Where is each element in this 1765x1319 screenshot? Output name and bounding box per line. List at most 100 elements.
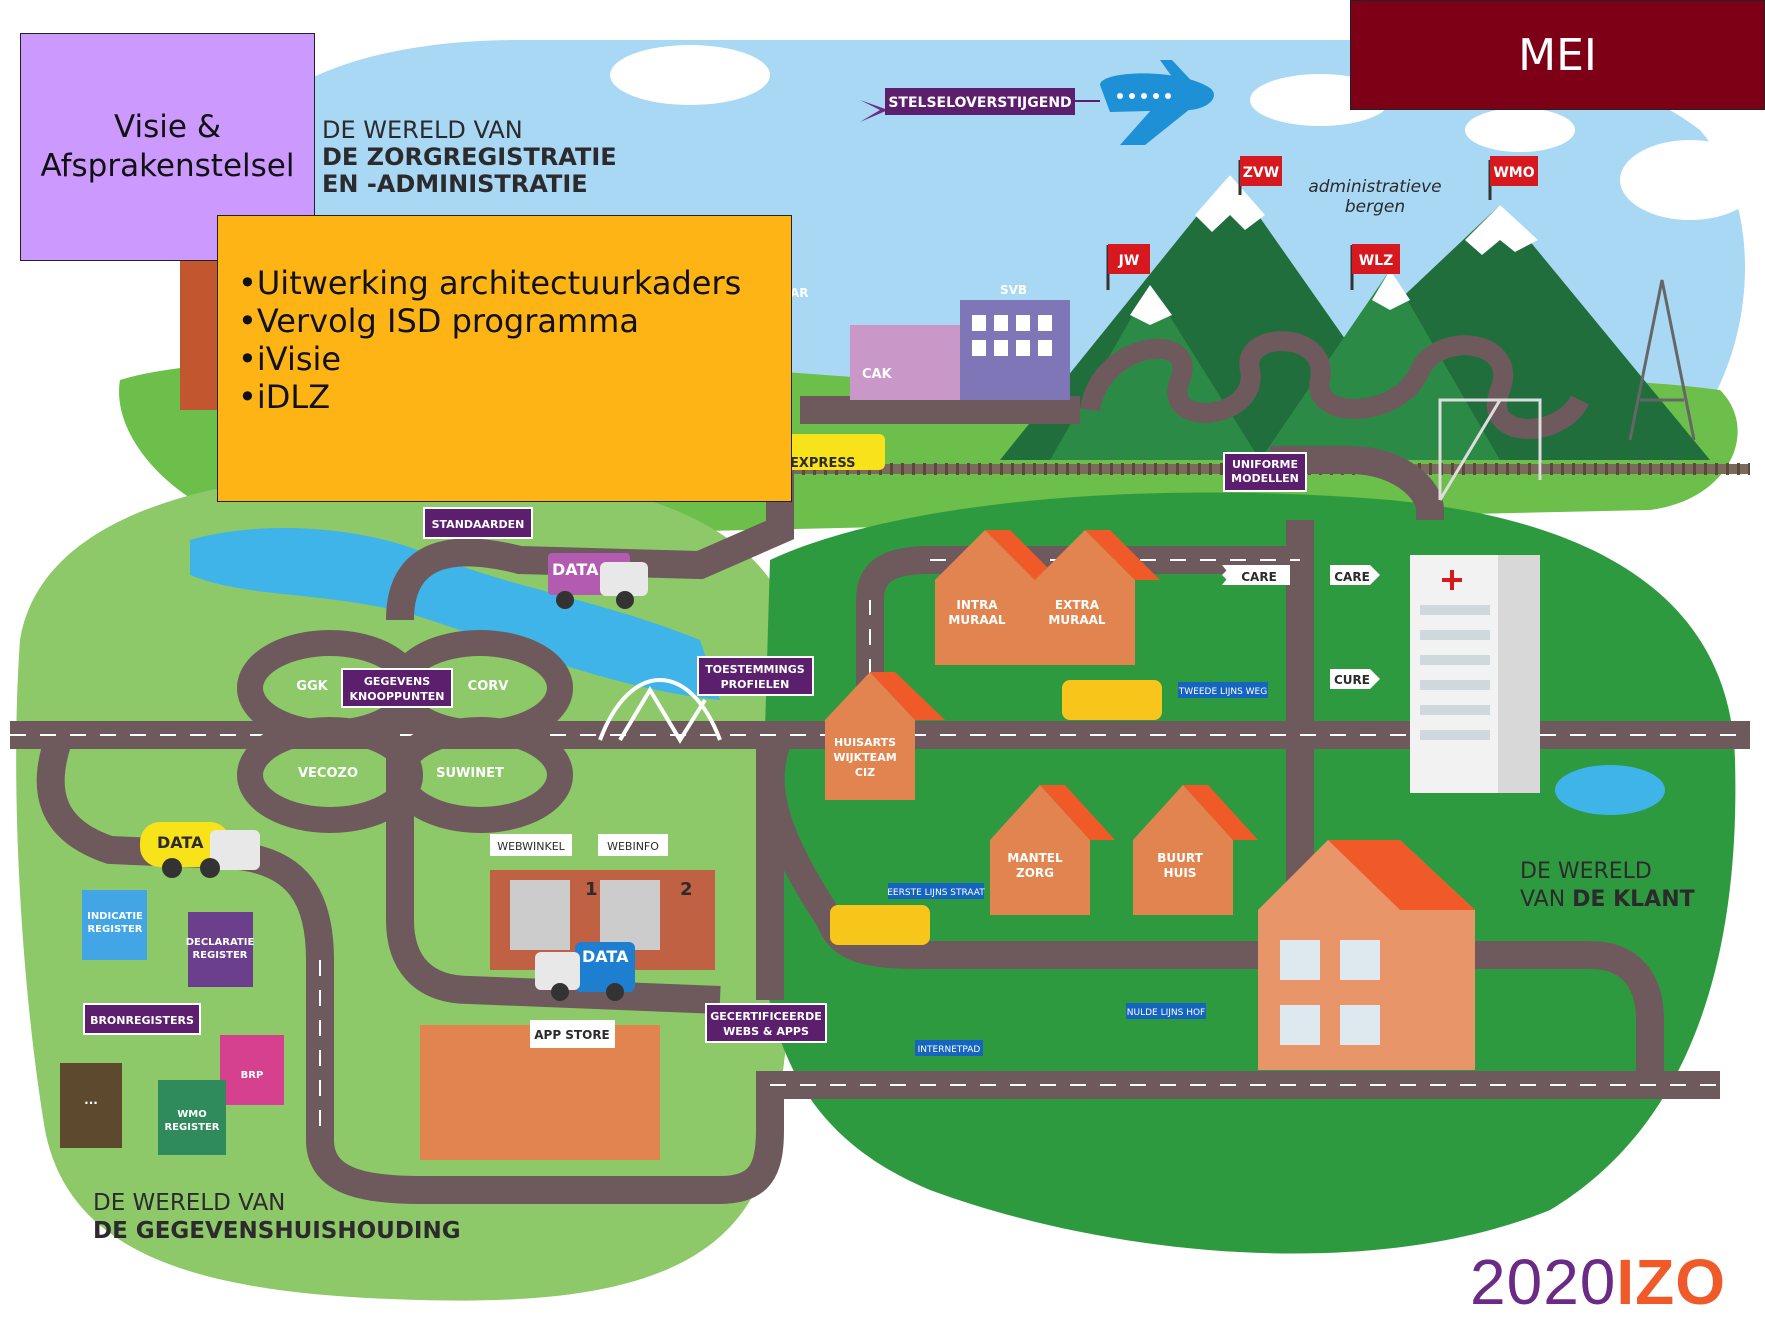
brand-acronym: IZO bbox=[1616, 1246, 1727, 1318]
building-mantelzorg: MANTEL ZORG bbox=[990, 785, 1115, 915]
svg-text:EXPRESS: EXPRESS bbox=[790, 456, 855, 471]
sign-gegevens-knooppunten: GEGEVENS KNOOPPUNTEN bbox=[341, 668, 453, 708]
month-label: MEI bbox=[1350, 0, 1765, 110]
register-declaratie: DECLARATIE REGISTER bbox=[186, 912, 255, 987]
svg-text:DATA: DATA bbox=[157, 833, 204, 852]
world-title-data-housekeeping: DE WERELD VAN DE GEGEVENSHUISHOUDING bbox=[93, 1190, 461, 1244]
svg-text:EERSTE LIJNS STRAAT: EERSTE LIJNS STRAAT bbox=[887, 888, 985, 898]
world-title-registration: DE WERELD VAN DE ZORGREGISTRATIE EN -ADM… bbox=[322, 116, 617, 198]
svg-text:HUISARTS: HUISARTS bbox=[834, 736, 896, 749]
sign-bronregisters: BRONREGISTERS bbox=[83, 1003, 201, 1035]
svg-text:NULDE LIJNS HOF: NULDE LIJNS HOF bbox=[1127, 1008, 1205, 1018]
svg-text:KNOOPPUNTEN: KNOOPPUNTEN bbox=[350, 690, 445, 703]
mountains-caption-line2: bergen bbox=[1345, 197, 1405, 217]
plan-item: Vervolg ISD programma bbox=[238, 302, 791, 340]
register-wmo: WMO REGISTER bbox=[158, 1080, 226, 1155]
svg-text:MODELLEN: MODELLEN bbox=[1231, 472, 1299, 485]
svg-text:ZORG: ZORG bbox=[1016, 866, 1054, 880]
svg-text:PROFIELEN: PROFIELEN bbox=[721, 678, 790, 691]
hospital bbox=[1410, 555, 1540, 793]
svg-text:APP STORE: APP STORE bbox=[534, 1028, 610, 1042]
svg-text:EN -ADMINISTRATIE: EN -ADMINISTRATIE bbox=[322, 170, 588, 198]
building-intra-muraal: INTRA MURAAL bbox=[935, 530, 1060, 665]
svg-text:DATA: DATA bbox=[582, 947, 629, 966]
mountains-caption-line1: administratieve bbox=[1308, 177, 1441, 197]
building-buurthuis: BUURT HUIS bbox=[1133, 785, 1258, 915]
svg-text:INTRA: INTRA bbox=[956, 598, 998, 612]
svg-text:1: 1 bbox=[585, 879, 598, 900]
sign-standaarden: STANDAARDEN bbox=[423, 507, 533, 539]
flag-label-wmo: WMO bbox=[1493, 165, 1534, 181]
building-ar-fragment: AR bbox=[790, 286, 809, 300]
client-house bbox=[1258, 840, 1475, 1070]
mountain-road bbox=[1080, 331, 1589, 439]
node-vecozo: VECOZO bbox=[298, 766, 358, 781]
svg-text:2: 2 bbox=[680, 879, 693, 900]
data-truck-purple: DATA bbox=[548, 553, 648, 609]
svg-text:SVB: SVB bbox=[1000, 283, 1027, 297]
svg-text:REGISTER: REGISTER bbox=[192, 950, 247, 961]
radio-tower bbox=[1628, 279, 1696, 441]
building-huisarts: HUISARTS WIJKTEAM CIZ bbox=[825, 672, 945, 800]
sign-care-left: CARE bbox=[1222, 565, 1290, 585]
register-indicatie: INDICATIE REGISTER bbox=[82, 890, 147, 960]
building-extra-muraal: EXTRA MURAAL bbox=[1035, 530, 1160, 665]
svg-text:BRONREGISTERS: BRONREGISTERS bbox=[90, 1014, 194, 1027]
node-suwinet: SUWINET bbox=[436, 766, 504, 781]
svg-text:MANTEL: MANTEL bbox=[1007, 851, 1063, 865]
crane bbox=[1438, 398, 1542, 501]
svg-text:MURAAL: MURAAL bbox=[948, 613, 1006, 627]
express-train: EXPRESS bbox=[785, 434, 885, 471]
svg-text:INTERNETPAD: INTERNETPAD bbox=[918, 1045, 981, 1055]
svg-text:TOESTEMMINGS: TOESTEMMINGS bbox=[705, 663, 805, 676]
sign-uniforme-modellen: UNIFORME MODELLEN bbox=[1223, 452, 1307, 492]
sign-care-right: CARE bbox=[1330, 565, 1380, 585]
building-cak: CAK bbox=[850, 325, 960, 400]
river bbox=[190, 528, 720, 700]
svg-text:DECLARATIE: DECLARATIE bbox=[186, 937, 255, 948]
svg-text:INDICATIE: INDICATIE bbox=[87, 911, 143, 922]
mountain-flag-jw: JW bbox=[1106, 244, 1150, 290]
flag-label-zvw: ZVW bbox=[1243, 165, 1279, 181]
svg-text:HUIS: HUIS bbox=[1164, 866, 1197, 880]
svg-text:CAK: CAK bbox=[862, 367, 893, 382]
svg-text:REGISTER: REGISTER bbox=[164, 1122, 219, 1133]
flag-label-jw: JW bbox=[1118, 253, 1140, 269]
mountain-flag-wlz: WLZ bbox=[1350, 244, 1400, 290]
plan-item: iVisie bbox=[238, 340, 791, 378]
flag-label-wlz: WLZ bbox=[1359, 253, 1394, 269]
plan-item: Uitwerking architectuurkaders bbox=[238, 264, 791, 302]
banner-label: STELSELOVERSTIJGEND bbox=[888, 95, 1071, 111]
sign-gecertificeerde: GECERTIFICEERDE WEBS & APPS bbox=[705, 1003, 827, 1043]
svg-text:CURE: CURE bbox=[1334, 673, 1370, 687]
airplane bbox=[1100, 60, 1214, 145]
brand-numbers: 2020 bbox=[1470, 1246, 1617, 1318]
svg-text:BRP: BRP bbox=[241, 1070, 264, 1081]
register-brp: BRP bbox=[220, 1035, 284, 1105]
street-sign-internetpad: INTERNETPAD bbox=[915, 1040, 983, 1056]
svg-text:DE WERELD: DE WERELD bbox=[1520, 859, 1652, 884]
svg-text:WEBWINKEL: WEBWINKEL bbox=[497, 840, 565, 853]
svg-text:STANDAARDEN: STANDAARDEN bbox=[432, 518, 525, 531]
svg-text:WEBS & APPS: WEBS & APPS bbox=[723, 1025, 809, 1038]
svg-text:MURAAL: MURAAL bbox=[1048, 613, 1106, 627]
data-truck-blue: DATA bbox=[535, 942, 635, 1001]
node-corv: CORV bbox=[468, 679, 509, 694]
data-truck-yellow: DATA bbox=[140, 822, 260, 878]
svg-text:BUURT: BUURT bbox=[1157, 851, 1203, 865]
sign-toestemmings-profielen: TOESTEMMINGS PROFIELEN bbox=[697, 656, 814, 696]
vision-note-text: Visie & Afsprakenstelsel bbox=[40, 109, 295, 184]
world-title-client: DE WERELD VAN DE KLANT bbox=[1520, 859, 1695, 912]
mountain-flag-zvw: ZVW bbox=[1238, 156, 1282, 195]
building-svb: SVB bbox=[960, 283, 1070, 400]
svg-text:DE GEGEVENSHUISHOUDING: DE GEGEVENSHUISHOUDING bbox=[93, 1218, 461, 1244]
bus-eerste-lijn bbox=[830, 905, 930, 945]
app-store-building: APP STORE bbox=[420, 1020, 660, 1160]
plan-items: Uitwerking architectuurkaders Vervolg IS… bbox=[238, 264, 791, 416]
svg-text:GECERTIFICEERDE: GECERTIFICEERDE bbox=[710, 1010, 822, 1023]
svg-text:DE WERELD VAN: DE WERELD VAN bbox=[93, 1190, 285, 1216]
svg-text:CARE: CARE bbox=[1334, 570, 1370, 584]
svg-text:CARE: CARE bbox=[1241, 570, 1277, 584]
pond bbox=[1555, 765, 1665, 815]
